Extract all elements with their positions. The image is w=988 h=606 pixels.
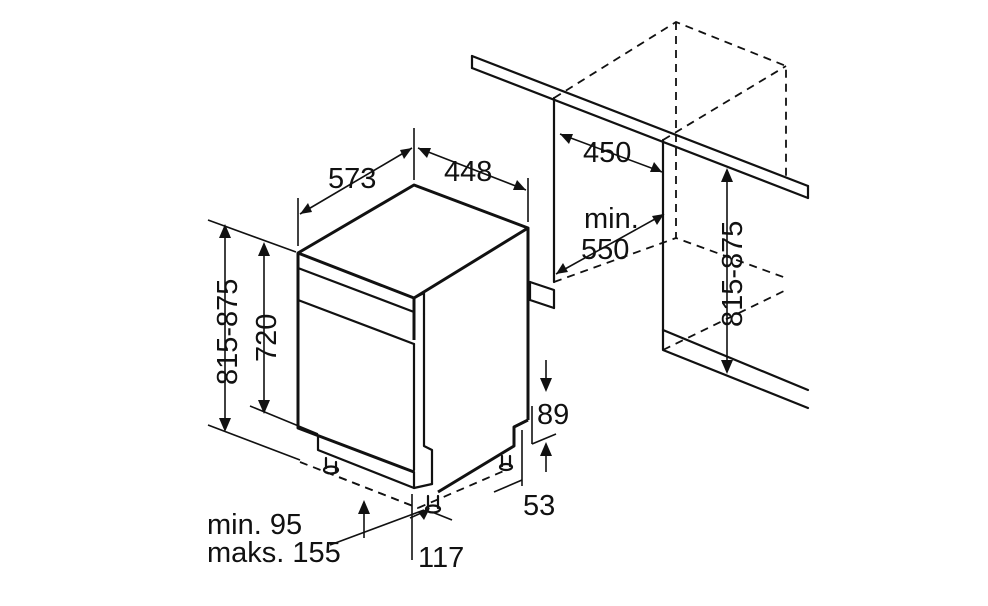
- label-niche-height: 815-875: [717, 221, 749, 327]
- dimension-niche-height: 815-875: [717, 168, 749, 374]
- dimension-depth: 573: [297, 128, 415, 246]
- dimension-total-height: 815-875: [207, 219, 301, 461]
- label-body-height: 720: [251, 314, 283, 362]
- label-adjust-max: maks. 155: [207, 537, 341, 569]
- label-adjust-min: min. 95: [207, 509, 302, 541]
- label-foot-height: 53: [523, 490, 555, 522]
- label-depth: 573: [328, 163, 376, 195]
- label-plinth-height: 89: [537, 399, 569, 431]
- dimension-plinth-height: 89: [531, 360, 569, 445]
- niche-outline: [470, 20, 810, 410]
- dimension-niche-depth: min. 550: [555, 203, 665, 275]
- dimension-width: 448: [417, 147, 529, 222]
- label-niche-width: 450: [583, 137, 631, 169]
- label-width: 448: [444, 156, 492, 188]
- label-niche-depth-min: min.: [584, 203, 639, 235]
- dimension-body-height: 720: [249, 242, 319, 435]
- dimension-foot-offset: 117: [409, 494, 464, 574]
- dimension-niche-width: 450: [559, 133, 663, 173]
- label-niche-depth-value: 550: [581, 234, 629, 266]
- dimension-adjustment: min. 95 maks. 155: [207, 500, 425, 569]
- dimension-foot-height: 53: [493, 430, 555, 522]
- label-foot-offset: 117: [418, 542, 464, 574]
- dishwasher-body: [296, 183, 530, 514]
- label-total-height: 815-875: [212, 279, 244, 385]
